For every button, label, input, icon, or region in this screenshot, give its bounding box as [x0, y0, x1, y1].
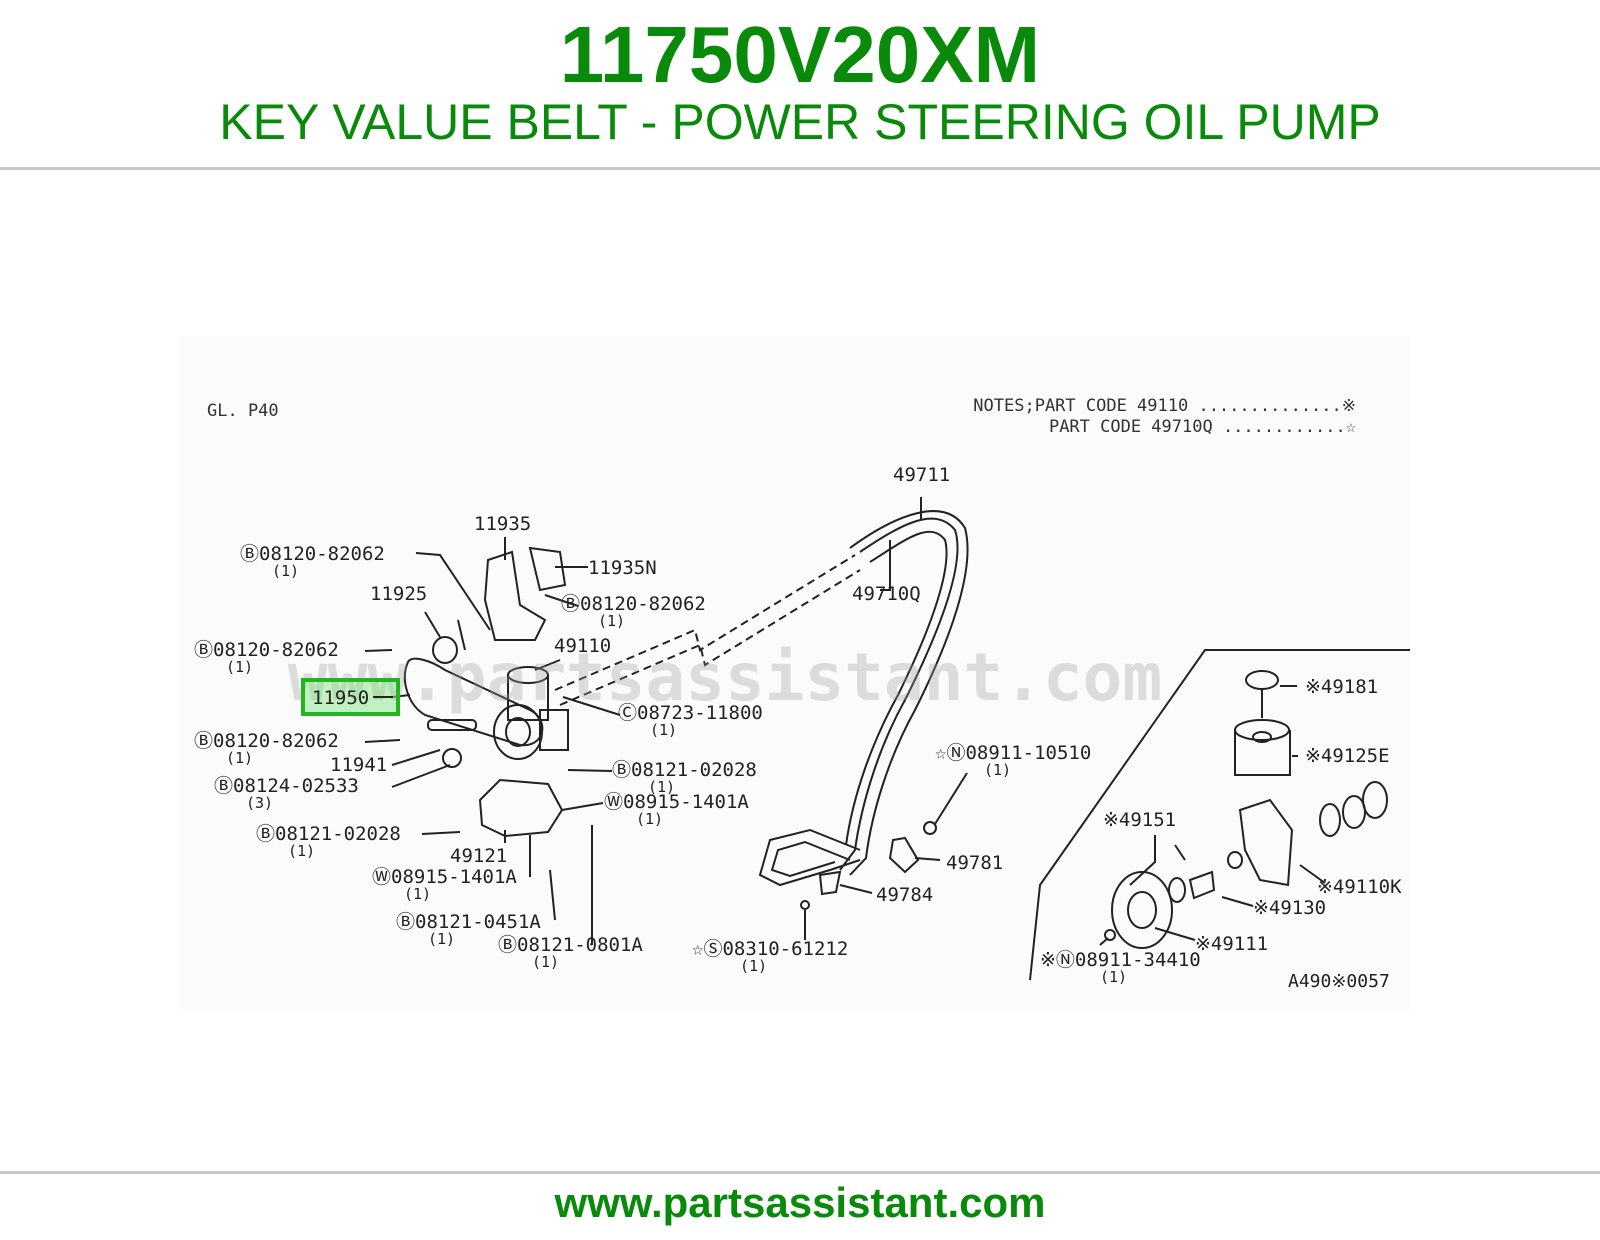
- label-49110k: ※49110K: [1317, 876, 1402, 898]
- part-description: KEY VALUE BELT - POWER STEERING OIL PUMP: [219, 94, 1381, 150]
- footer-url[interactable]: www.partsassistant.com: [554, 1179, 1046, 1226]
- label-49710q: 49710Q: [852, 583, 921, 605]
- label-qty: (1): [740, 957, 767, 975]
- label-qty: (1): [428, 930, 455, 948]
- label-11941: 11941: [330, 754, 387, 776]
- label-49181: ※49181: [1305, 676, 1378, 698]
- label-qty: (1): [650, 721, 677, 739]
- highlighted-part-11950[interactable]: 11950: [301, 678, 400, 716]
- label-08120-82062-top: Ⓑ08120-82062: [240, 543, 385, 565]
- label-08121-02028-left: Ⓑ08121-02028: [256, 823, 401, 845]
- label-49781: 49781: [946, 852, 1003, 874]
- label-qty: (1): [226, 749, 253, 767]
- label-qty: (1): [1100, 968, 1127, 986]
- label-qty: (1): [288, 842, 315, 860]
- label-49121: 49121: [450, 845, 507, 867]
- header-divider: [0, 167, 1600, 170]
- label-qty: (1): [984, 761, 1011, 779]
- label-49110: 49110: [554, 635, 611, 657]
- watermark: www.partsassistant.com: [288, 639, 1162, 716]
- highlight-label: 11950: [312, 687, 369, 709]
- label-08121-0451a: Ⓑ08121-0451A: [396, 911, 541, 933]
- figure-code: A490※0057: [1288, 971, 1390, 992]
- label-qty: (1): [598, 612, 625, 630]
- label-08915-1401a-right: Ⓦ08915-1401A: [604, 791, 749, 813]
- label-08124-02533: Ⓑ08124-02533: [214, 775, 359, 797]
- part-number-title: 11750V20XM: [559, 10, 1041, 99]
- label-49111: ※49111: [1195, 933, 1268, 955]
- label-49130: ※49130: [1253, 897, 1326, 919]
- label-08121-0801a: Ⓑ08121-0801A: [498, 934, 643, 956]
- label-08120-82062-lower: Ⓑ08120-82062: [194, 730, 339, 752]
- label-qty: (3): [246, 794, 273, 812]
- notes-line-1: NOTES;PART CODE 49110 ..............※: [973, 396, 1356, 416]
- label-11935: 11935: [474, 513, 531, 535]
- label-49711: 49711: [893, 464, 950, 486]
- label-08120-82062-left: Ⓑ08120-82062: [194, 639, 339, 661]
- label-08120-82062-right: Ⓑ08120-82062: [561, 593, 706, 615]
- label-11935n: 11935N: [588, 557, 657, 579]
- section-ref: GL. P40: [207, 401, 279, 421]
- diagram-panel: [180, 336, 1410, 1010]
- label-08911-34410: ※Ⓝ08911-34410: [1040, 949, 1201, 971]
- label-qty: (1): [272, 562, 299, 580]
- page-header: 11750V20XM KEY VALUE BELT - POWER STEERI…: [0, 0, 1600, 168]
- label-qty: (1): [532, 953, 559, 971]
- label-qty: (1): [648, 778, 675, 796]
- label-08121-02028-right: Ⓑ08121-02028: [612, 759, 757, 781]
- diagram-drawing: [364, 497, 1410, 981]
- footer-divider: [0, 1171, 1600, 1174]
- label-11925: 11925: [370, 583, 427, 605]
- label-qty: (1): [404, 885, 431, 903]
- label-08723-11800: Ⓒ08723-11800: [618, 702, 763, 724]
- label-08911-10510: ☆Ⓝ08911-10510: [935, 742, 1091, 764]
- notes-line-2: PART CODE 49710Q ............☆: [1049, 417, 1356, 437]
- label-08915-1401a-left: Ⓦ08915-1401A: [372, 866, 517, 888]
- label-49151: ※49151: [1103, 809, 1176, 831]
- label-08310-61212: ☆Ⓢ08310-61212: [692, 938, 848, 960]
- label-49784: 49784: [876, 884, 933, 906]
- label-qty: (1): [226, 658, 253, 676]
- label-49125e: ※49125E: [1305, 745, 1390, 767]
- label-qty: (1): [636, 810, 663, 828]
